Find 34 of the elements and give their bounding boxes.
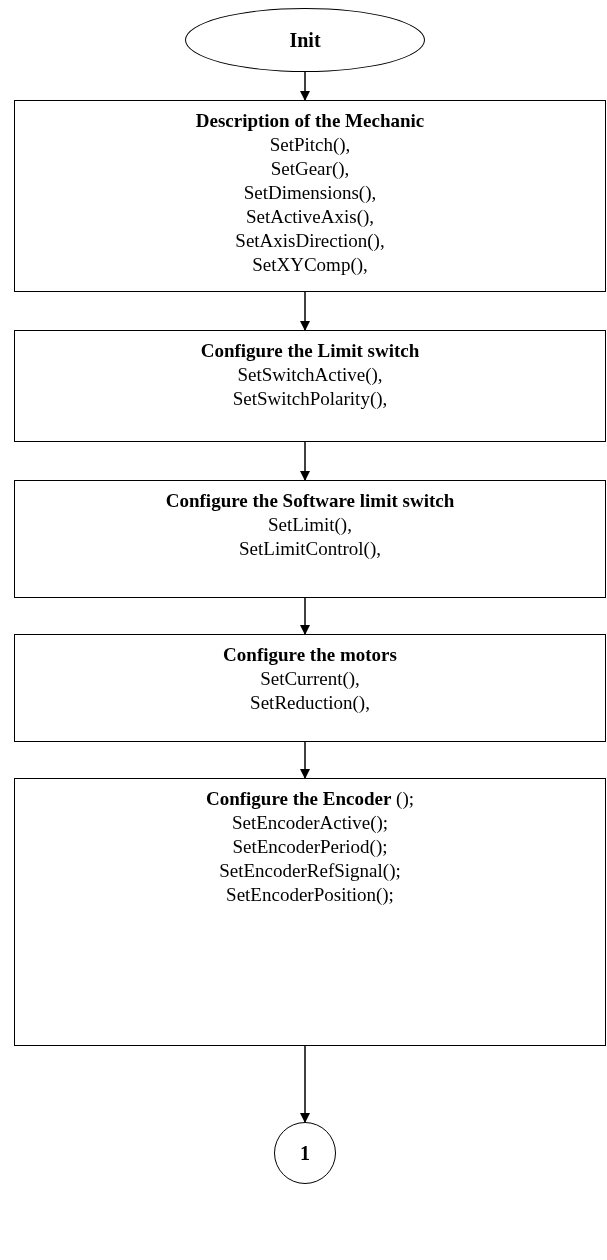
process-box bbox=[14, 778, 606, 1046]
node-title: Init bbox=[289, 28, 321, 52]
arrow bbox=[300, 741, 310, 779]
arrow bbox=[300, 71, 310, 101]
function-call: SetEncoderPeriod(); bbox=[232, 835, 388, 859]
process-box bbox=[14, 330, 606, 442]
node-title: Configure the Limit switch bbox=[200, 339, 420, 363]
function-call: SetLimitControl(), bbox=[239, 537, 381, 561]
arrow bbox=[300, 291, 310, 331]
function-call: SetEncoderActive(); bbox=[231, 811, 389, 835]
function-call: SetSwitchPolarity(), bbox=[232, 387, 388, 411]
process-box bbox=[14, 100, 606, 292]
function-call: SetDimensions(), bbox=[243, 181, 377, 205]
arrow bbox=[300, 597, 310, 635]
function-call: SetXYComp(), bbox=[252, 253, 368, 277]
function-call: SetLimit(), bbox=[268, 513, 352, 537]
node-title: Configure the Encoder (); bbox=[205, 787, 415, 811]
arrow bbox=[300, 1045, 310, 1123]
function-call: SetEncoderRefSignal(); bbox=[219, 859, 401, 883]
node-title: 1 bbox=[300, 1141, 310, 1165]
process-box bbox=[14, 634, 606, 742]
function-call: SetCurrent(), bbox=[260, 667, 360, 691]
function-call: SetAxisDirection(), bbox=[235, 229, 385, 253]
function-call: SetReduction(), bbox=[250, 691, 370, 715]
node-title: Configure the Software limit switch bbox=[165, 489, 455, 513]
arrow bbox=[300, 441, 310, 481]
process-box bbox=[14, 480, 606, 598]
node-title: Configure the motors bbox=[223, 643, 397, 667]
function-call: SetGear(), bbox=[270, 157, 350, 181]
function-call: SetActiveAxis(), bbox=[245, 205, 375, 229]
function-call: SetEncoderPosition(); bbox=[226, 883, 394, 907]
node-title: Description of the Mechanic bbox=[195, 109, 425, 133]
function-call: SetSwitchActive(), bbox=[237, 363, 383, 387]
function-call: SetPitch(), bbox=[269, 133, 351, 157]
